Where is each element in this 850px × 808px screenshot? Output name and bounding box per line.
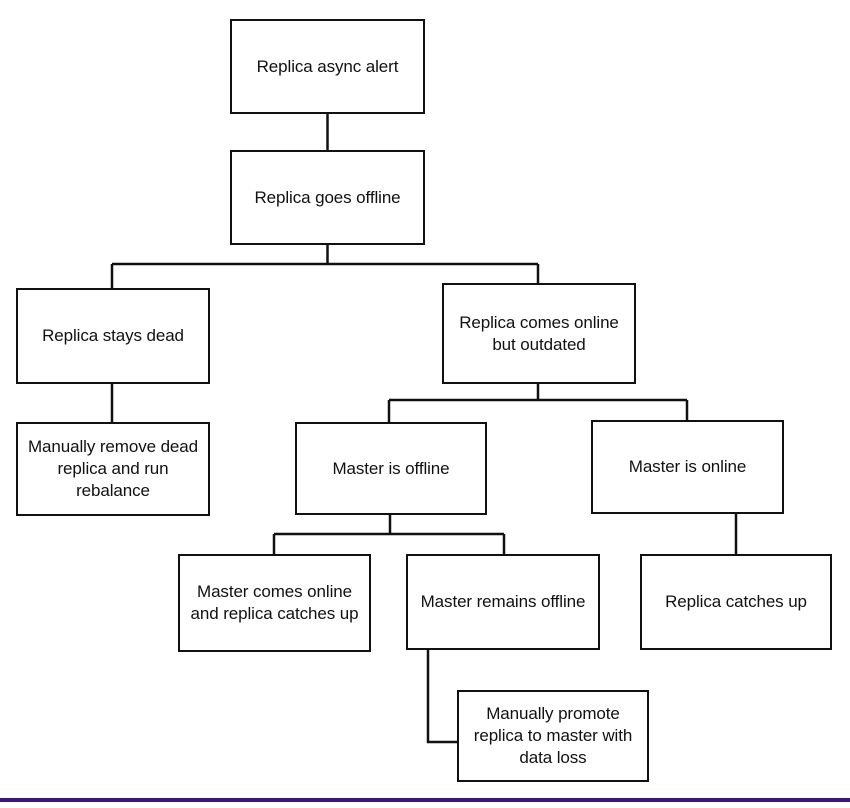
node-master-is-online[interactable]: Master is online (591, 420, 784, 514)
node-label: Master comes online and replica catches … (190, 582, 359, 623)
node-label: Manually remove dead replica and run reb… (28, 437, 198, 500)
node-replica-async-alert[interactable]: Replica async alert (230, 19, 425, 114)
node-replica-goes-offline[interactable]: Replica goes offline (230, 150, 425, 245)
accent-bar (0, 798, 850, 802)
node-master-is-offline[interactable]: Master is offline (295, 422, 487, 515)
node-label: Replica catches up (665, 592, 807, 612)
node-label: Master is offline (332, 458, 450, 478)
node-replica-catches-up[interactable]: Replica catches up (640, 554, 832, 650)
node-label: Replica comes online but outdated (459, 312, 619, 354)
node-label: Replica async alert (256, 56, 399, 76)
node-master-remains-offline[interactable]: Master remains offline (406, 554, 600, 650)
node-replica-stays-dead[interactable]: Replica stays dead (16, 288, 210, 384)
node-manually-remove-dead-replica-and-run-rebalance[interactable]: Manually remove dead replica and run reb… (16, 422, 210, 516)
node-label: Replica goes offline (254, 187, 401, 207)
node-replica-comes-online-but-outdated[interactable]: Replica comes online but outdated (442, 283, 636, 384)
node-label: Replica stays dead (42, 326, 184, 346)
node-label: Master is online (628, 457, 747, 477)
edge-remainsoffline-to-promote (426, 650, 457, 744)
node-master-comes-online-and-replica-catches-up[interactable]: Master comes online and replica catches … (178, 554, 371, 652)
node-manually-promote-replica-to-master-with-data-loss[interactable]: Manually promote replica to master with … (457, 690, 649, 782)
node-label: Master remains offline (420, 592, 586, 612)
node-label: Manually promote replica to master with … (473, 704, 633, 767)
